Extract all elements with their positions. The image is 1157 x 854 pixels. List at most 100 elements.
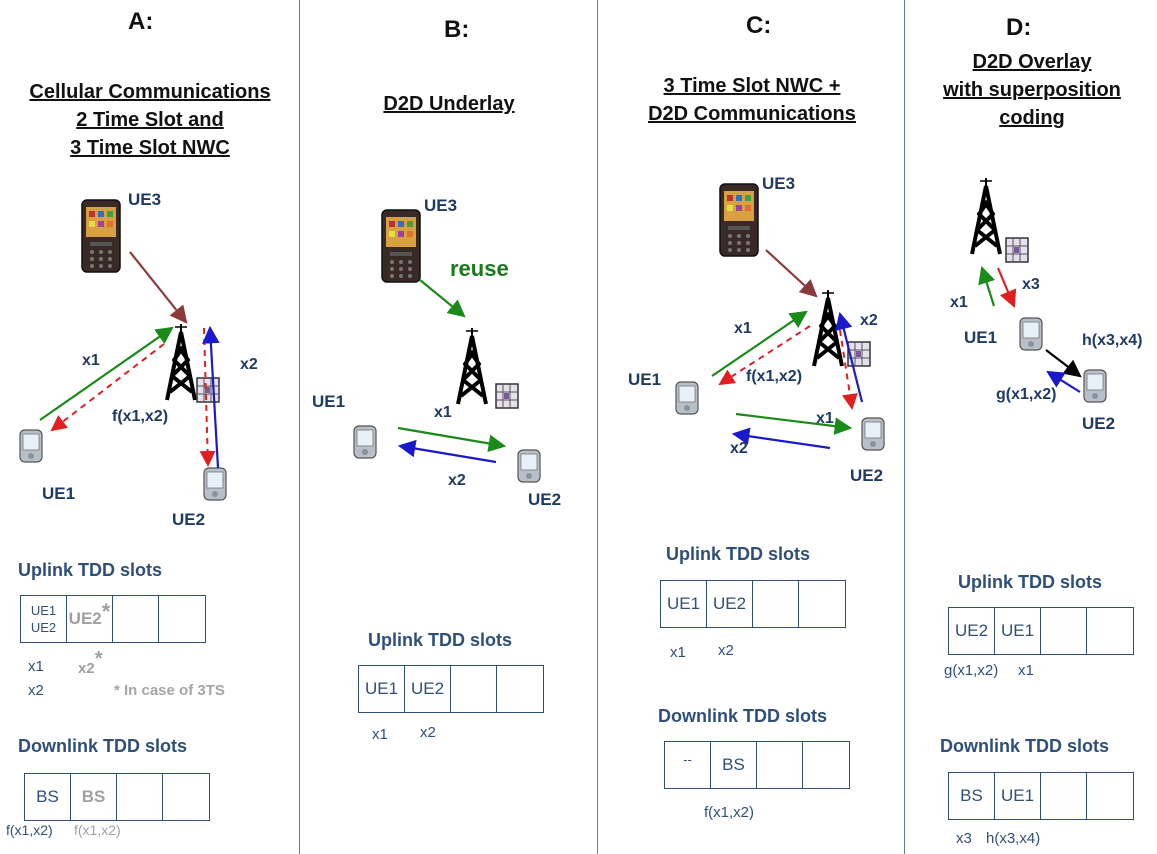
uplink-slot: [113, 596, 159, 642]
uplink-heading: Uplink TDD slots: [368, 630, 513, 650]
ue3-label: UE3: [762, 174, 796, 193]
downlink-slot: [163, 774, 209, 820]
slot-label-x1: x1: [670, 644, 686, 661]
panel-b-title-line: D2D Underlay: [383, 93, 515, 115]
ue1-label: UE1: [628, 370, 662, 389]
uplink-slot: UE2: [707, 581, 753, 627]
downlink-heading: Downlink TDD slots: [658, 706, 828, 726]
arrow-ue1-to-bs: [39, 326, 174, 421]
downlink-slot-table: BS BS: [24, 773, 210, 821]
uplink-slot: [799, 581, 845, 627]
panel-b-title: D2D Underlay: [304, 90, 594, 118]
reuse-label: reuse: [450, 256, 509, 281]
ue2-label: UE2: [528, 490, 562, 509]
panel-c-title-line: D2D Communications: [648, 103, 856, 125]
ue1-device-icon: [353, 425, 377, 459]
base-station-tower-icon: [812, 288, 844, 368]
network-coded-label: f(x1,x2): [746, 368, 803, 385]
arrow-ue3-to-bs: [129, 251, 188, 324]
uplink-slot: UE1: [359, 666, 405, 712]
ue2-device-icon: [1083, 369, 1107, 403]
downlink-slot-table: BS UE1: [948, 772, 1134, 820]
ue2-device-icon: [861, 417, 885, 451]
slot-label-x2-3ts: x2*: [78, 648, 102, 679]
arrow-bs-to-ue1: [718, 325, 811, 386]
slot-label-x1: x1: [372, 726, 388, 743]
arrow-ue2-to-ue1: [397, 439, 497, 464]
x2-text: x2: [78, 660, 95, 677]
arrow-ue3-to-bs: [765, 249, 818, 298]
base-station-tower-icon: [456, 326, 488, 406]
arrow-bs-to-ue1: [996, 267, 1017, 309]
downlink-label: f(x1,x2): [74, 822, 121, 838]
x3-label: x3: [1022, 276, 1040, 293]
downlink-label: f(x1,x2): [6, 822, 53, 838]
x1-label: x1: [734, 320, 752, 337]
downlink-label: f(x1,x2): [704, 804, 755, 821]
x2-label: x2: [240, 356, 258, 373]
arrow-d2d-ue1-to-ue2: [735, 412, 853, 435]
x1-label: x1: [82, 352, 100, 369]
divider-bc: [597, 0, 598, 854]
d2d-x2-label: x2: [730, 440, 748, 457]
panel-d-letter: D:: [1006, 14, 1032, 41]
slot-label-x2: x2: [28, 682, 44, 699]
arrow-bs-to-ue1: [50, 343, 165, 432]
arrow-bs-to-ue2: [839, 329, 858, 410]
ue2-label: UE2: [172, 510, 206, 529]
slot-label-x1: x1: [1018, 662, 1034, 679]
arrow-d2d-ue2-to-ue1: [731, 427, 831, 450]
uplink-slot: UE2: [405, 666, 451, 712]
base-station-tower-icon: [970, 176, 1002, 256]
uplink-slot: [159, 596, 205, 642]
downlink-heading: Downlink TDD slots: [940, 736, 1110, 756]
downlink-slot-table: -- BS: [664, 741, 850, 789]
base-station-box-icon: [196, 377, 220, 403]
slot-label-g: g(x1,x2): [944, 662, 999, 679]
arrow-ue2-to-bs: [202, 325, 220, 469]
base-station-tower-icon: [165, 322, 197, 402]
ue1-device-icon: [1019, 317, 1043, 351]
slot-ue2: UE2: [68, 609, 102, 628]
panel-d-title-line: coding: [999, 107, 1065, 129]
downlink-slot: [1087, 773, 1133, 819]
uplink-heading: Uplink TDD slots: [666, 544, 811, 564]
x2-label: x2: [860, 312, 878, 329]
downlink-slot: --: [665, 742, 711, 788]
ue2-label: UE2: [1082, 414, 1116, 433]
x1-label: x1: [950, 294, 968, 311]
downlink-slot: [803, 742, 849, 788]
uplink-heading: Uplink TDD slots: [958, 572, 1103, 592]
arrow-ue1-to-ue2: [1045, 349, 1082, 378]
arrow-ue1-to-bs: [711, 310, 808, 377]
panel-b-letter: B:: [444, 16, 470, 43]
network-coded-label: f(x1,x2): [112, 408, 169, 425]
downlink-slot: [1041, 773, 1087, 819]
uplink-slot: UE1: [661, 581, 707, 627]
h-label: h(x3,x4): [1082, 332, 1143, 349]
uplink-slot: [451, 666, 497, 712]
slot-label-x1: x1: [28, 658, 44, 675]
arrow-ue2-to-bs: [835, 311, 864, 403]
downlink-slot: BS: [25, 774, 71, 820]
panel-d-title-line: with superposition: [943, 79, 1121, 101]
d2d-x1-label: x1: [816, 410, 834, 427]
uplink-slot: [497, 666, 543, 712]
slot-ue1: UE1: [30, 603, 57, 618]
ue3-phone-icon: [81, 199, 121, 273]
downlink-slot: UE1: [995, 773, 1041, 819]
slot-label-x2: x2: [718, 642, 734, 659]
panel-a-title: Cellular Communications 2 Time Slot and …: [8, 78, 292, 162]
ue3-phone-icon: [381, 209, 421, 283]
panel-a-letter: A:: [128, 8, 154, 35]
slot-ue2: UE2: [30, 620, 57, 635]
x1-label: x1: [434, 404, 452, 421]
uplink-slot: UE1: [995, 608, 1041, 654]
divider-cd: [904, 0, 905, 854]
uplink-slot: [1041, 608, 1087, 654]
empty-slot-marker: --: [683, 752, 692, 767]
uplink-slot: [1087, 608, 1133, 654]
ue2-label: UE2: [850, 466, 884, 485]
panel-a-title-line: 3 Time Slot NWC: [70, 137, 230, 159]
